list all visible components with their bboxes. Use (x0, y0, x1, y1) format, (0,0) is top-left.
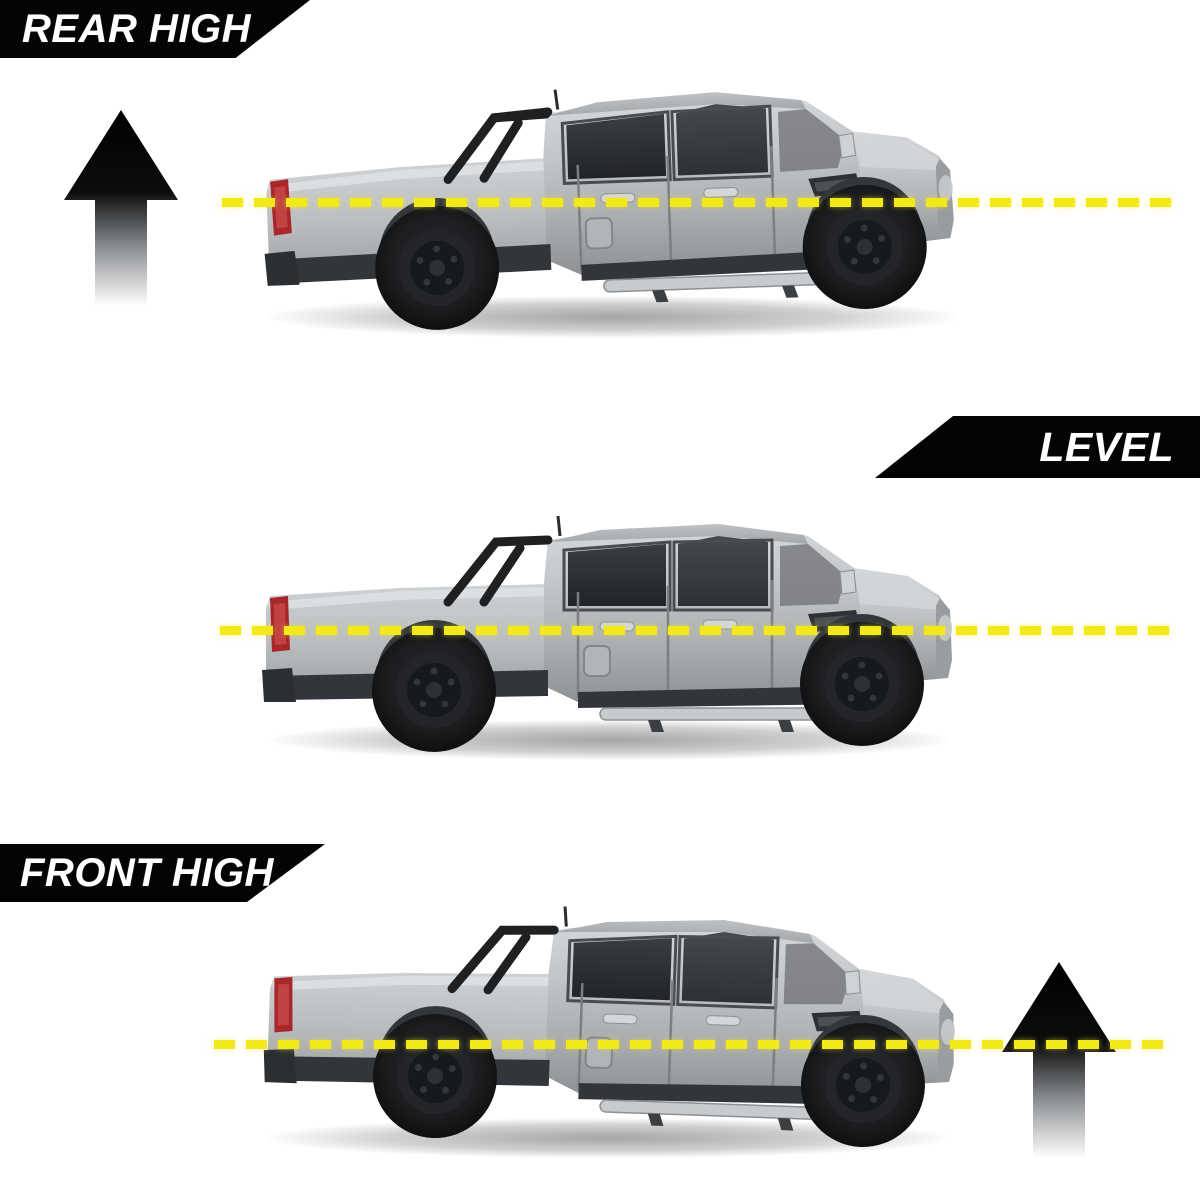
banner-label-rear-high: REAR HIGH (22, 7, 251, 51)
rear-high-up-arrow (62, 108, 180, 308)
banner-rear-high: REAR HIGH (0, 0, 310, 58)
headlight (938, 175, 953, 202)
rear-bumper (263, 1049, 297, 1084)
antenna (563, 906, 568, 927)
fuel-filler (583, 645, 611, 677)
front-wheel (800, 622, 924, 746)
roll-bar (443, 535, 553, 607)
door-seams (576, 580, 774, 700)
banner-label-front-high: FRONT HIGH (20, 851, 274, 895)
banner-level: LEVEL (875, 416, 1200, 478)
front-wheel (802, 184, 927, 309)
roll-bar (447, 925, 559, 995)
rocker-panel (578, 686, 860, 708)
front-high-up-arrow (1000, 960, 1118, 1160)
front-wheel (800, 1022, 925, 1147)
side-step (599, 707, 831, 721)
front-door-handle (705, 1015, 741, 1027)
rear-door-handle (602, 1013, 638, 1025)
side-mirror (844, 970, 861, 995)
front-door-handle (703, 187, 739, 198)
panel-level: LEVEL (0, 400, 1200, 800)
rocker-panel (578, 1083, 861, 1105)
rear-bumper (264, 250, 300, 286)
alignment-line-level (220, 626, 1180, 635)
headlight (940, 1018, 955, 1045)
fuel-filler (584, 217, 614, 250)
truck-level (248, 510, 960, 758)
banner-label-level: LEVEL (1039, 423, 1174, 470)
rocker-panel (581, 249, 864, 281)
panel-rear-high: REAR HIGH (0, 0, 1200, 400)
antenna (556, 515, 562, 537)
rear-bumper (262, 668, 296, 702)
side-mirror (838, 132, 857, 159)
rear-wheel (375, 205, 500, 330)
banner-front-high: FRONT HIGH (0, 844, 325, 902)
alignment-line-rear-high (222, 198, 1182, 207)
antenna (553, 89, 560, 110)
truck-front-high (247, 890, 967, 1163)
rear-wheel (372, 628, 496, 752)
door-seams (577, 977, 778, 1098)
truck-rear-high (245, 70, 965, 343)
side-mirror (839, 569, 857, 595)
panel-front-high: FRONT HIGH (0, 800, 1200, 1200)
alignment-line-front-high (214, 1040, 1174, 1049)
